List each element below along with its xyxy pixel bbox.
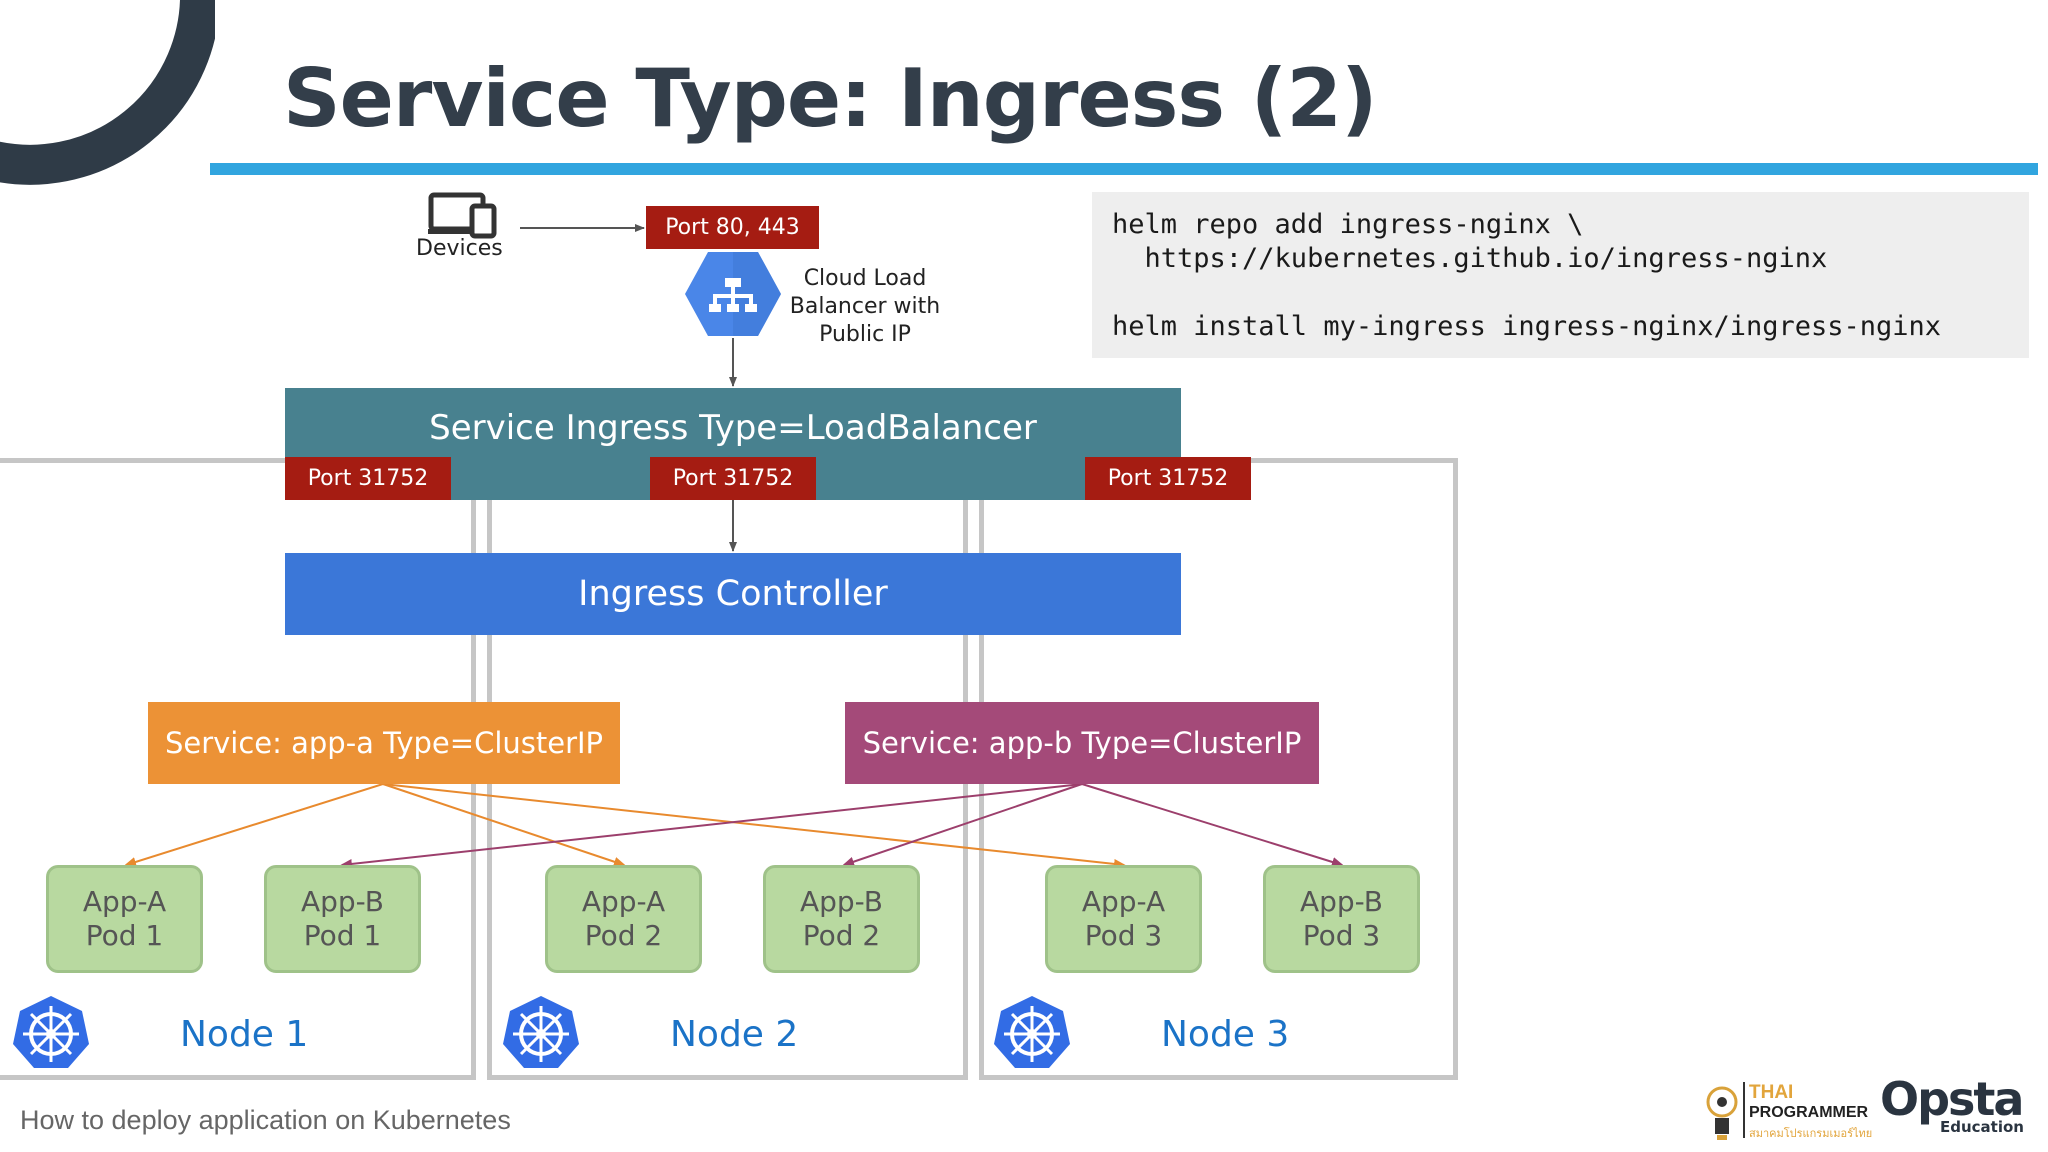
pod-app-a-1: App-A Pod 1 xyxy=(46,865,203,973)
helm-code-block: helm repo add ingress-nginx \ https://ku… xyxy=(1092,192,2029,358)
title-underline xyxy=(210,163,2038,175)
ingress-controller-label: Ingress Controller xyxy=(578,574,888,614)
port-80-443-badge: Port 80, 443 xyxy=(646,206,819,249)
pod-line-2: Pod 2 xyxy=(584,919,663,952)
service-app-b-label: Service: app-b Type=ClusterIP xyxy=(862,726,1302,760)
pod-line-1: App-B xyxy=(300,885,384,918)
lb-label-line-1: Cloud Load xyxy=(803,266,927,291)
node-3-label: Node 3 xyxy=(1161,1014,1290,1055)
port-31752-node-2: Port 31752 xyxy=(650,457,816,500)
slide-title: Service Type: Ingress (2) xyxy=(283,52,1378,145)
pod-line-2: Pod 1 xyxy=(85,919,164,952)
pod-line-2: Pod 3 xyxy=(1084,919,1163,952)
thai-association-label: สมาคมโปรแกรมเมอร์ไทย xyxy=(1749,1128,1873,1140)
pod-line-1: App-A xyxy=(82,885,167,918)
pod-app-b-1: App-B Pod 1 xyxy=(264,865,421,973)
pod-line-2: Pod 3 xyxy=(1302,919,1381,952)
code-line-1: helm repo add ingress-nginx \ xyxy=(1112,209,1584,240)
devices-label: Devices xyxy=(416,236,503,261)
pod-line-2: Pod 1 xyxy=(303,919,382,952)
service-a-arrows xyxy=(124,783,1126,869)
port-31752-node-3: Port 31752 xyxy=(1085,457,1251,500)
lb-label-line-3: Public IP xyxy=(819,322,911,347)
pod-app-a-3: App-A Pod 3 xyxy=(1045,865,1202,973)
node-2-label: Node 2 xyxy=(670,1014,799,1055)
pod-line-1: App-B xyxy=(1299,885,1383,918)
logo-divider xyxy=(1743,1082,1745,1138)
service-b-arrows xyxy=(340,783,1344,869)
pod-line-1: App-B xyxy=(799,885,883,918)
footer-caption: How to deploy application on Kubernetes xyxy=(20,1105,511,1135)
programmer-label: PROGRAMMER xyxy=(1749,1104,1869,1121)
pod-line-2: Pod 2 xyxy=(802,919,881,952)
kubernetes-icon xyxy=(503,996,579,1068)
pod-app-a-2: App-A Pod 2 xyxy=(545,865,702,973)
lightbulb-icon xyxy=(1706,1086,1738,1140)
node-1-label: Node 1 xyxy=(180,1014,309,1055)
load-balancer-icon xyxy=(685,252,781,336)
service-app-b-box: Service: app-b Type=ClusterIP xyxy=(845,702,1319,784)
code-line-2: https://kubernetes.github.io/ingress-ngi… xyxy=(1112,243,1828,274)
ingress-controller-box: Ingress Controller xyxy=(285,553,1181,635)
service-app-a-box: Service: app-a Type=ClusterIP xyxy=(148,702,620,784)
pod-app-b-2: App-B Pod 2 xyxy=(763,865,920,973)
kubernetes-icon xyxy=(13,996,89,1068)
load-balancer-label: Cloud Load Balancer with Public IP xyxy=(770,265,960,349)
lb-label-line-2: Balancer with xyxy=(789,294,941,319)
opsta-logo: Opsta Education xyxy=(1880,1072,2030,1136)
kubernetes-icon xyxy=(994,996,1070,1068)
opsta-subtitle: Education xyxy=(1940,1118,2024,1136)
thai-label: THAI xyxy=(1749,1082,1794,1103)
pod-app-b-3: App-B Pod 3 xyxy=(1263,865,1420,973)
service-ingress-label: Service Ingress Type=LoadBalancer xyxy=(429,408,1037,448)
code-line-3 xyxy=(1112,276,2009,310)
opsta-wordmark: Opsta xyxy=(1880,1072,2024,1126)
code-line-4: helm install my-ingress ingress-nginx/in… xyxy=(1112,311,1942,342)
thai-programmer-logo: THAI PROGRAMMER สมาคมโปรแกรมเมอร์ไทย xyxy=(1705,1082,1880,1142)
port-31752-node-1: Port 31752 xyxy=(285,457,451,500)
devices-icon xyxy=(428,192,497,239)
pod-line-1: App-A xyxy=(581,885,666,918)
corner-arc-decoration xyxy=(0,0,215,185)
service-app-a-label: Service: app-a Type=ClusterIP xyxy=(164,726,604,760)
pod-line-1: App-A xyxy=(1081,885,1166,918)
